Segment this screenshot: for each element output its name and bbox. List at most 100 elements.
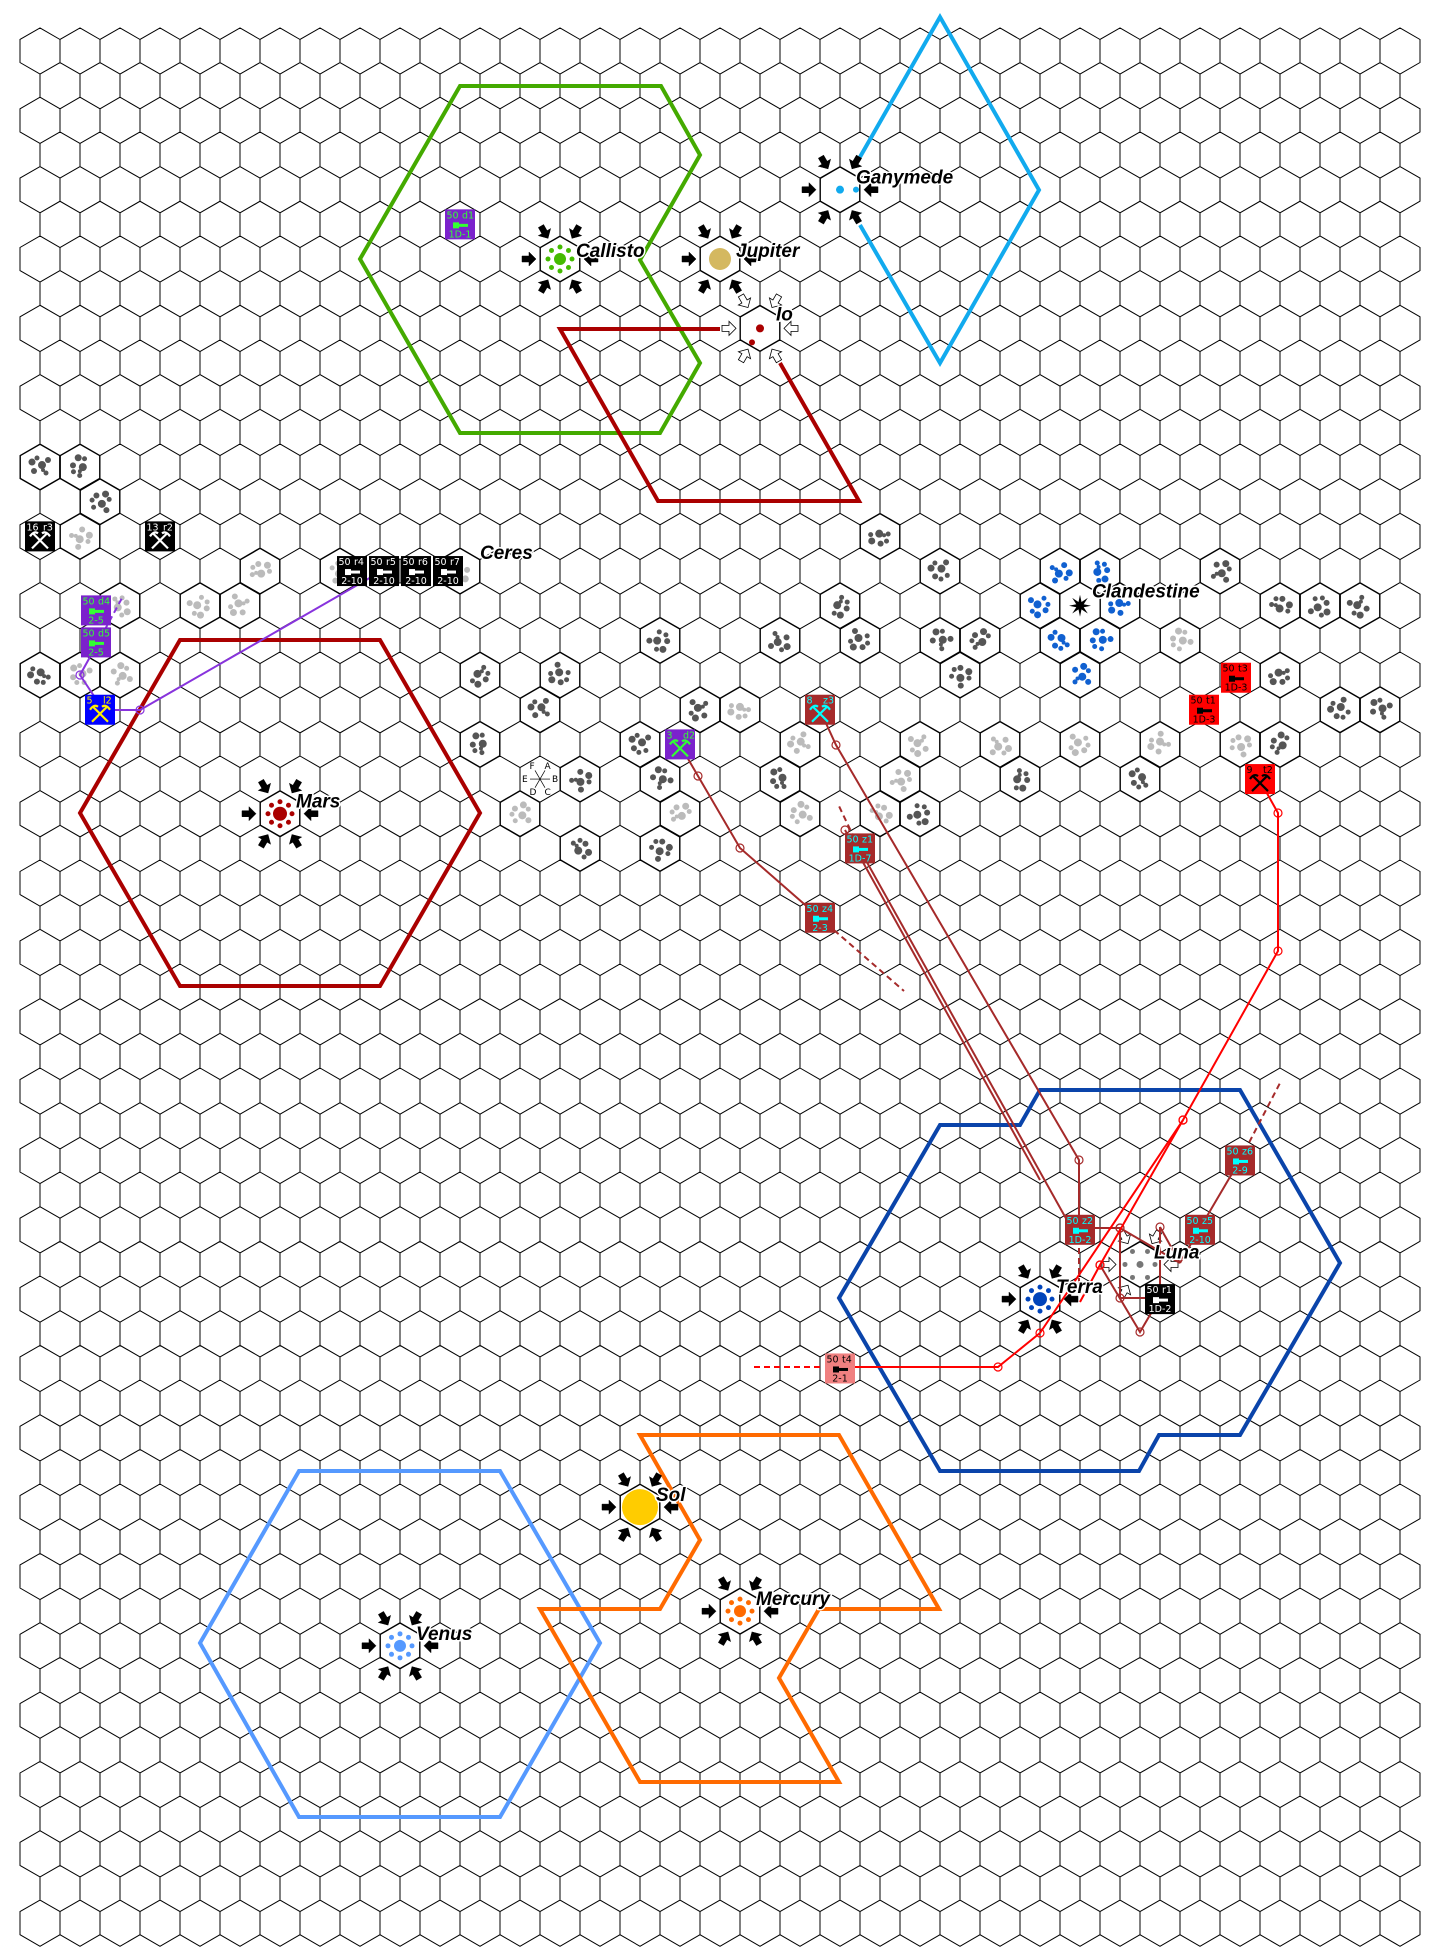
gravity-arrow-icon <box>697 279 711 294</box>
body-jupiter <box>681 224 759 294</box>
gravity-zones <box>77 12 1343 1819</box>
course-line <box>818 707 1080 1228</box>
ship-icon <box>409 569 424 576</box>
asteroid-hex <box>819 582 861 629</box>
asteroid-hex <box>59 513 101 560</box>
body-venus <box>361 1611 439 1681</box>
gravity-arrow-icon <box>1049 1264 1063 1279</box>
planet-disc <box>1033 1292 1047 1307</box>
waypoint-marker <box>135 705 145 715</box>
asteroid-hex <box>759 755 801 803</box>
ship-range: 2-10 <box>437 576 459 587</box>
course-line <box>1159 1226 1181 1264</box>
ship-strength: 50 <box>1147 1285 1159 1296</box>
ship-strength: 50 <box>847 834 859 845</box>
gravity-arrow-icon <box>409 1611 423 1626</box>
hex-letter: A <box>545 762 552 772</box>
gravity-arrow-icon <box>768 348 783 364</box>
body-label: Luna <box>1154 1242 1200 1263</box>
mine-id: l2 <box>103 696 112 707</box>
hex-letter: B <box>552 775 558 785</box>
asteroid-hex <box>639 617 681 664</box>
body-sol <box>601 1472 679 1542</box>
gravity-arrow-icon <box>701 1603 717 1619</box>
mine-id: d2 <box>683 730 695 741</box>
ship-strength: 50 <box>807 904 819 915</box>
ship-id: r4 <box>354 557 364 568</box>
ship-id: z4 <box>822 904 833 915</box>
celestial-bodies <box>241 154 1179 1681</box>
ship-range: 2-5 <box>88 615 104 626</box>
waypoint-marker <box>993 1362 1003 1372</box>
asteroid-hex <box>559 825 601 872</box>
gravity-arrow-icon <box>729 279 743 294</box>
hex-letter: E <box>522 775 528 785</box>
mine-value: 16 <box>27 522 39 533</box>
asteroid-hex <box>59 443 101 491</box>
course-line <box>679 744 820 918</box>
asteroid-hex <box>719 686 761 733</box>
callisto-zone <box>357 84 703 435</box>
ship-icon <box>1153 1297 1168 1304</box>
ship-icon <box>453 222 468 229</box>
body-label: Ganymede <box>856 168 954 189</box>
asteroid-hex <box>939 651 981 699</box>
asteroid-hex <box>619 721 661 768</box>
asteroid-hex <box>19 443 61 491</box>
asteroid-hex <box>1059 721 1101 768</box>
asteroid-hex <box>659 790 701 837</box>
gravity-arrow-icon <box>377 1611 391 1626</box>
ship-strength: 50 <box>403 557 415 568</box>
asteroid-hex <box>1259 651 1301 699</box>
asteroid-hex <box>759 617 801 664</box>
body-ganymede <box>801 154 879 225</box>
waypoint-marker <box>693 771 703 781</box>
asteroid-hex <box>499 790 541 837</box>
nebula-hex <box>1079 547 1121 595</box>
ship-strength: 50 <box>1187 1216 1199 1227</box>
nebula-hex <box>1019 582 1061 629</box>
asteroid-hex <box>459 721 501 768</box>
asteroid-hex <box>679 686 721 733</box>
gravity-arrow-icon <box>361 1638 377 1654</box>
gravity-arrow-icon <box>377 1666 391 1681</box>
gravity-arrow-icon <box>801 182 817 198</box>
asteroid-hex <box>539 651 581 699</box>
ship-id: t1 <box>1206 696 1216 707</box>
gravity-arrow-icon <box>1001 1291 1017 1307</box>
gravity-arrow-icon <box>743 251 759 267</box>
nebula-hex <box>1039 617 1081 664</box>
ship-id: d4 <box>98 596 110 607</box>
gravity-arrow-icon <box>697 224 711 239</box>
ship-id: z5 <box>1202 1216 1213 1227</box>
planet-disc <box>734 1605 746 1618</box>
asteroid-hex <box>779 790 821 837</box>
ship-strength: 50 <box>1191 696 1203 707</box>
course-line <box>844 829 1041 1181</box>
asteroid-hex <box>1159 617 1201 664</box>
